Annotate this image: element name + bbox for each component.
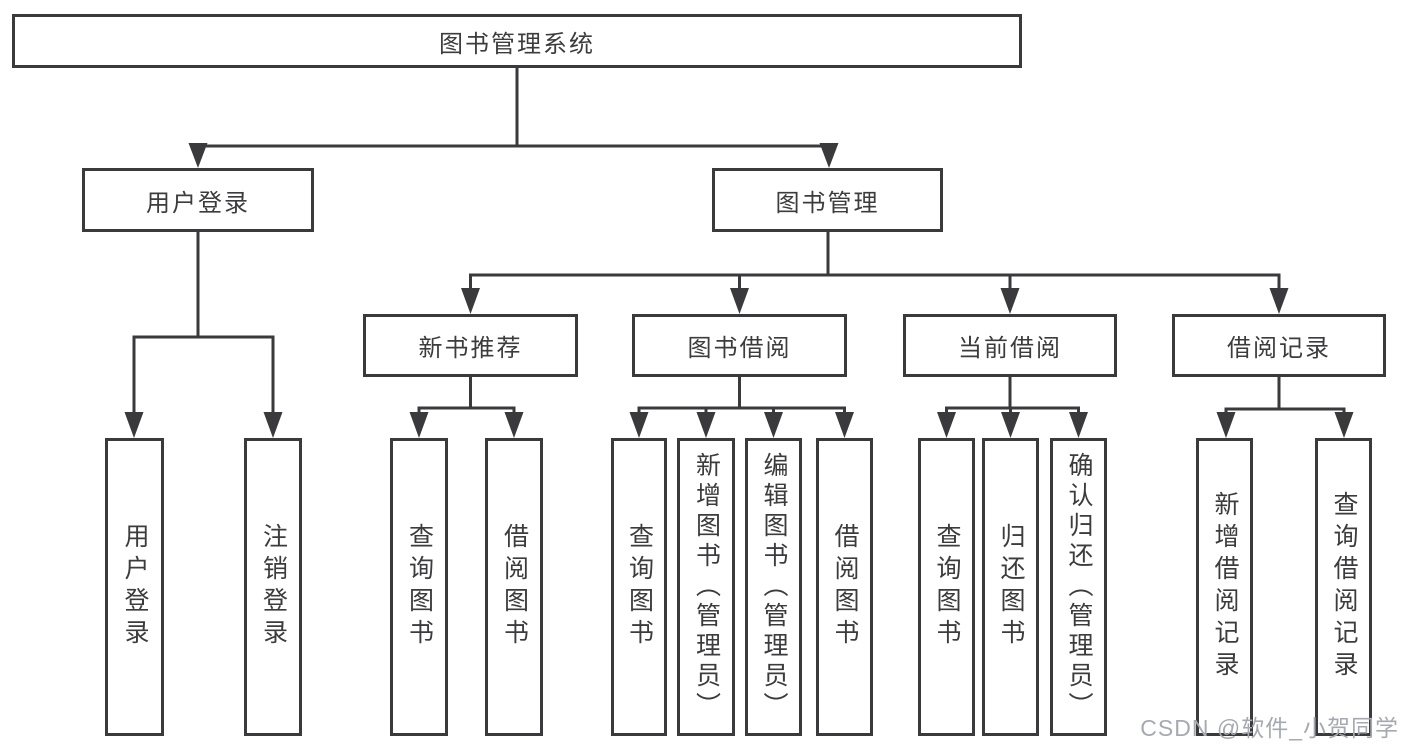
node-label: 图书借阅: [687, 335, 792, 362]
leaf-label: 确认归还（管理员）: [1065, 452, 1093, 722]
leaf-label: 新增借阅记录: [1211, 491, 1239, 683]
leaf-label: 注销登录: [259, 523, 288, 651]
node-current-borrowing: 当前借阅: [903, 314, 1117, 377]
leaf-label: 编辑图书（管理员）: [760, 452, 788, 722]
node-borrowing-records: 借阅记录: [1172, 314, 1386, 377]
leaf-label: 查询图书: [405, 523, 434, 651]
leaf-user-login: 用户登录: [105, 438, 164, 736]
leaf-confirm-return-admin: 确认归还（管理员）: [1050, 438, 1107, 736]
node-label: 借阅记录: [1227, 335, 1331, 362]
leaf-edit-book-admin: 编辑图书（管理员）: [745, 438, 802, 736]
leaf-label: 归还图书: [997, 523, 1025, 651]
leaf-label: 查询图书: [625, 523, 654, 651]
leaf-label: 查询图书: [933, 523, 961, 651]
leaf-query-book: 查询图书: [390, 438, 448, 736]
leaf-logout: 注销登录: [244, 438, 302, 736]
node-label: 当前借阅: [958, 335, 1062, 362]
node-user-login: 用户登录: [82, 168, 314, 232]
leaf-query-book: 查询图书: [611, 438, 667, 736]
leaf-borrow-book: 借阅图书: [485, 438, 543, 736]
leaf-label: 借阅图书: [500, 523, 529, 651]
leaf-return-book: 归还图书: [982, 438, 1039, 736]
leaf-query-book: 查询图书: [918, 438, 975, 736]
leaf-label: 新增图书（管理员）: [692, 452, 721, 722]
node-label: 用户登录: [146, 189, 250, 217]
node-label: 图书管理: [775, 189, 880, 217]
leaf-add-borrow-record: 新增借阅记录: [1196, 438, 1253, 736]
node-label: 新书推荐: [418, 335, 523, 362]
node-label: 图书管理系统: [439, 30, 595, 58]
leaf-label: 用户登录: [121, 523, 149, 651]
leaf-label: 借阅图书: [831, 523, 859, 651]
watermark: CSDN @软件_小贺同学: [1140, 715, 1399, 741]
node-new-book-recommend: 新书推荐: [363, 314, 578, 377]
node-book-borrowing: 图书借阅: [632, 314, 847, 377]
leaf-add-book-admin: 新增图书（管理员）: [677, 438, 735, 736]
node-book-management: 图书管理: [712, 168, 943, 232]
leaf-query-borrow-record: 查询借阅记录: [1315, 438, 1372, 736]
leaf-label: 查询借阅记录: [1330, 491, 1358, 683]
leaf-borrow-book: 借阅图书: [816, 438, 873, 736]
node-root: 图书管理系统: [12, 14, 1022, 68]
